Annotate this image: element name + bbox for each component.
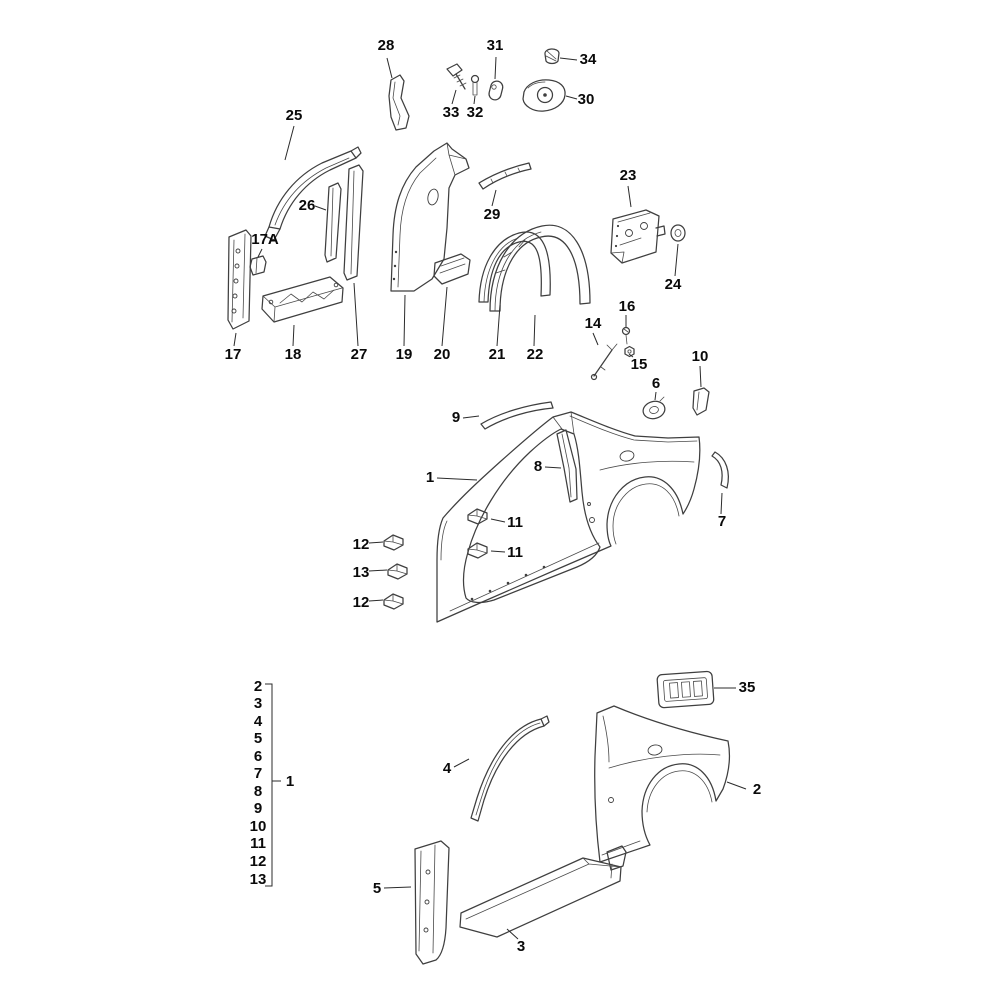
part-drawing-31 xyxy=(488,80,504,101)
part-label-10: 10 xyxy=(692,348,709,365)
part-label-12-upper: 12 xyxy=(353,536,370,553)
part-drawing-30 xyxy=(522,79,566,112)
part-drawing-9 xyxy=(480,401,554,430)
part-label-30: 30 xyxy=(578,91,595,108)
part-label-34: 34 xyxy=(580,51,597,68)
part-label-32: 32 xyxy=(467,104,484,121)
part-drawing-11-clip-upper xyxy=(467,508,488,525)
part-label-7: 7 xyxy=(718,513,726,530)
part-drawing-32 xyxy=(470,74,480,96)
part-label-6: 6 xyxy=(652,375,660,392)
part-drawing-17 xyxy=(227,229,252,330)
part-label-26: 26 xyxy=(299,197,316,214)
part-label-29: 29 xyxy=(484,206,501,223)
part-label-16: 16 xyxy=(619,298,636,315)
part-label-17a: 17A xyxy=(251,231,279,248)
part-label-19: 19 xyxy=(396,346,413,363)
part-drawing-6 xyxy=(642,396,666,420)
part-label-27: 27 xyxy=(351,346,368,363)
part-label-11-lower: 11 xyxy=(507,544,523,561)
part-label-20: 20 xyxy=(434,346,451,363)
legend-item-4: 4 xyxy=(254,713,263,730)
part-drawing-26 xyxy=(324,182,342,263)
legend-group-label: 1 xyxy=(286,773,294,790)
part-drawing-2-quarter-panel xyxy=(594,705,730,871)
part-drawing-8 xyxy=(556,429,578,503)
part-label-25: 25 xyxy=(286,107,303,124)
part-drawing-14 xyxy=(590,343,618,381)
part-drawing-23 xyxy=(610,209,666,264)
part-label-2: 2 xyxy=(753,781,761,798)
legend-item-10: 10 xyxy=(250,818,267,835)
part-label-4: 4 xyxy=(443,760,452,777)
part-drawing-29 xyxy=(478,162,532,190)
part-label-1: 1 xyxy=(426,469,434,486)
part-label-12-lower: 12 xyxy=(353,594,370,611)
part-drawing-5-pillar xyxy=(414,840,450,965)
part-drawing-1-side-panel xyxy=(436,411,701,623)
part-label-8: 8 xyxy=(534,458,542,475)
part-drawing-13-clip xyxy=(387,563,408,580)
part-drawing-12-clip-upper xyxy=(383,534,404,551)
part-drawing-7 xyxy=(711,451,729,489)
part-label-33: 33 xyxy=(443,104,460,121)
part-drawing-4-seal xyxy=(470,715,550,822)
part-drawing-22 xyxy=(489,224,591,312)
part-label-21: 21 xyxy=(489,346,506,363)
part-label-23: 23 xyxy=(620,167,637,184)
part-drawing-10 xyxy=(692,387,710,416)
part-drawing-24 xyxy=(670,224,686,242)
part-label-5: 5 xyxy=(373,880,381,897)
part-label-11-upper: 11 xyxy=(507,514,523,531)
part-drawing-17a xyxy=(249,255,267,276)
part-label-15: 15 xyxy=(631,356,648,373)
part-drawing-25 xyxy=(264,146,362,241)
legend-bracket xyxy=(265,683,281,887)
part-label-9: 9 xyxy=(452,409,460,426)
part-drawing-35-grille xyxy=(656,670,715,709)
part-drawing-3-sill xyxy=(459,857,622,938)
part-label-35: 35 xyxy=(739,679,756,696)
part-drawing-21 xyxy=(478,231,551,303)
part-drawing-15 xyxy=(624,345,635,358)
part-drawing-18 xyxy=(261,276,344,323)
legend-item-13: 13 xyxy=(250,871,267,888)
part-drawing-11-clip-lower xyxy=(467,542,488,559)
part-label-17: 17 xyxy=(225,346,242,363)
part-drawing-12-clip-lower xyxy=(383,593,404,610)
part-drawing-27 xyxy=(343,164,364,281)
part-label-22: 22 xyxy=(527,346,544,363)
leader-lines xyxy=(233,56,747,940)
part-drawing-33 xyxy=(446,63,467,90)
legend: 2 3 4 5 6 7 8 9 10 11 12 13 1 xyxy=(250,678,295,888)
part-label-3: 3 xyxy=(517,938,525,955)
legend-item-8: 8 xyxy=(254,783,262,800)
part-drawing-20 xyxy=(433,253,471,285)
part-label-14: 14 xyxy=(585,315,602,332)
part-label-31: 31 xyxy=(487,37,504,54)
legend-item-6: 6 xyxy=(254,748,262,765)
legend-item-9: 9 xyxy=(254,800,262,817)
part-drawing-28 xyxy=(388,74,410,131)
part-label-24: 24 xyxy=(665,276,682,293)
legend-item-11: 11 xyxy=(250,835,266,852)
part-label-13: 13 xyxy=(353,564,370,581)
part-label-18: 18 xyxy=(285,346,302,363)
part-drawing-19 xyxy=(390,142,470,292)
part-drawing-34 xyxy=(544,48,560,65)
part-drawing-16 xyxy=(621,326,631,345)
legend-item-5: 5 xyxy=(254,730,262,747)
legend-item-7: 7 xyxy=(254,765,262,782)
legend-item-12: 12 xyxy=(250,853,267,870)
legend-item-3: 3 xyxy=(254,695,262,712)
part-label-28: 28 xyxy=(378,37,395,54)
legend-item-2: 2 xyxy=(254,678,262,695)
